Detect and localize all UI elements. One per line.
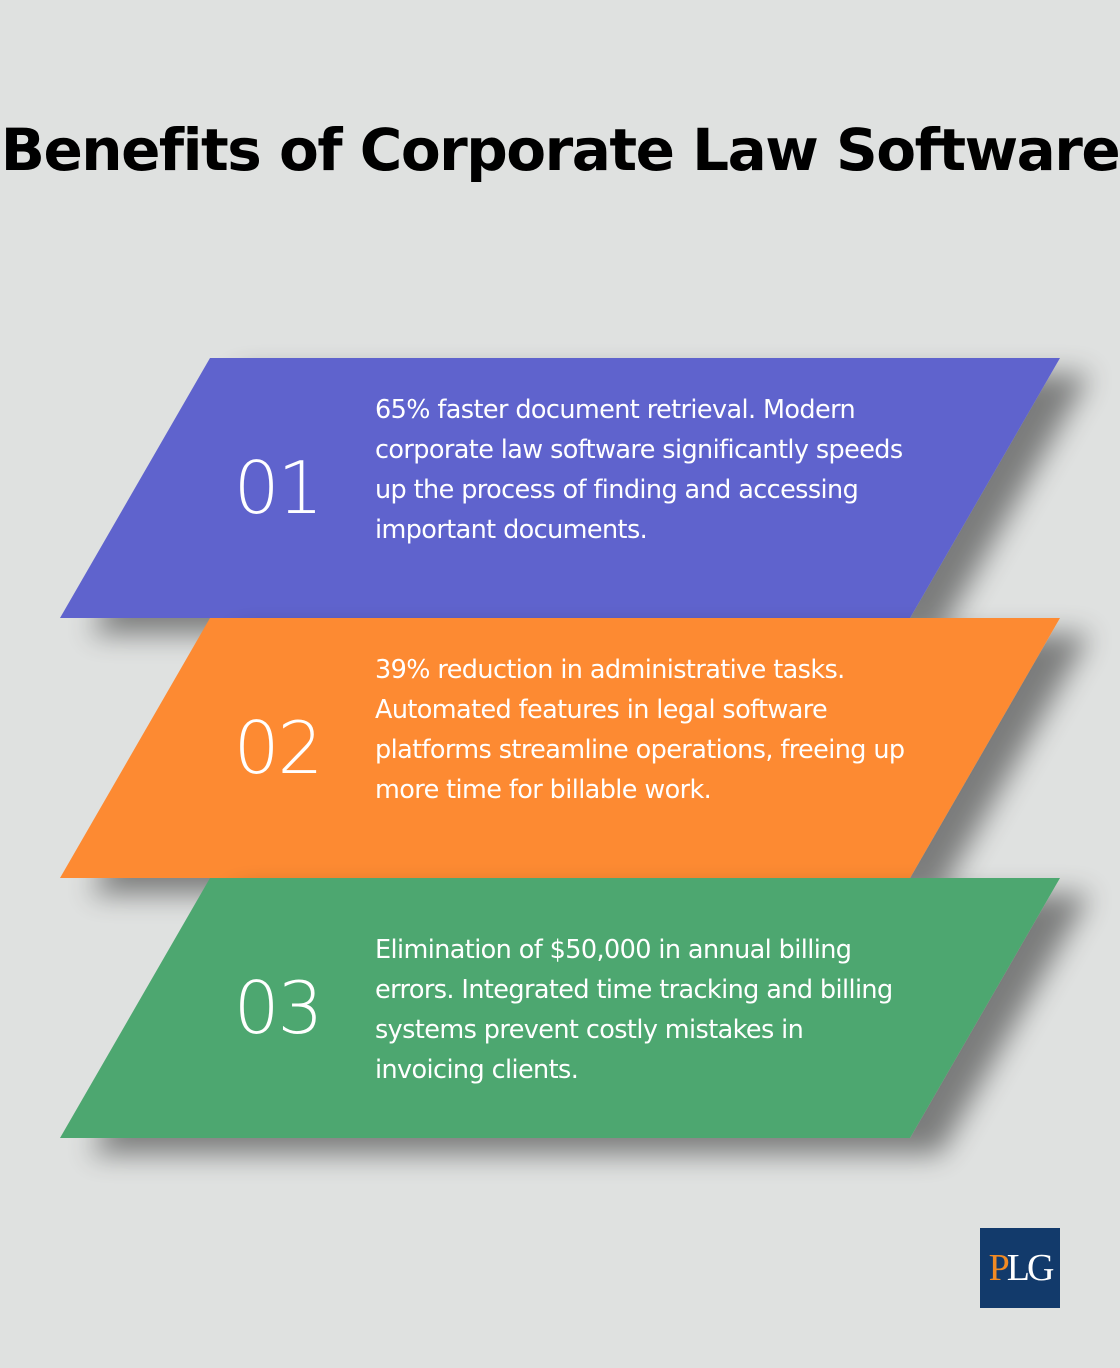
step-number: 01 — [233, 446, 324, 530]
page-title: Benefits of Corporate Law Software — [0, 116, 1120, 184]
benefit-item-1: 01 65% faster document retrieval. Modern… — [0, 358, 1120, 618]
logo-letter-l: L — [1006, 1247, 1030, 1289]
step-number: 03 — [233, 966, 324, 1050]
benefit-text: 39% reduction in administrative tasks. A… — [375, 655, 905, 805]
logo-letter-g: G — [1026, 1247, 1055, 1289]
parallelogram-shape — [60, 878, 1060, 1138]
parallelogram-shape — [60, 618, 1060, 878]
plg-logo: P L G — [980, 1228, 1060, 1308]
step-number: 02 — [233, 706, 324, 790]
benefit-text: Elimination of $50,000 in annual billing… — [375, 935, 893, 1085]
benefit-item-3: 03 Elimination of $50,000 in annual bill… — [0, 878, 1120, 1138]
benefit-text: 65% faster document retrieval. Modern co… — [375, 395, 903, 545]
benefit-item-2: 02 39% reduction in administrative tasks… — [0, 618, 1120, 878]
logo-letter-p: P — [988, 1247, 1010, 1289]
parallelogram-shape — [60, 358, 1060, 618]
